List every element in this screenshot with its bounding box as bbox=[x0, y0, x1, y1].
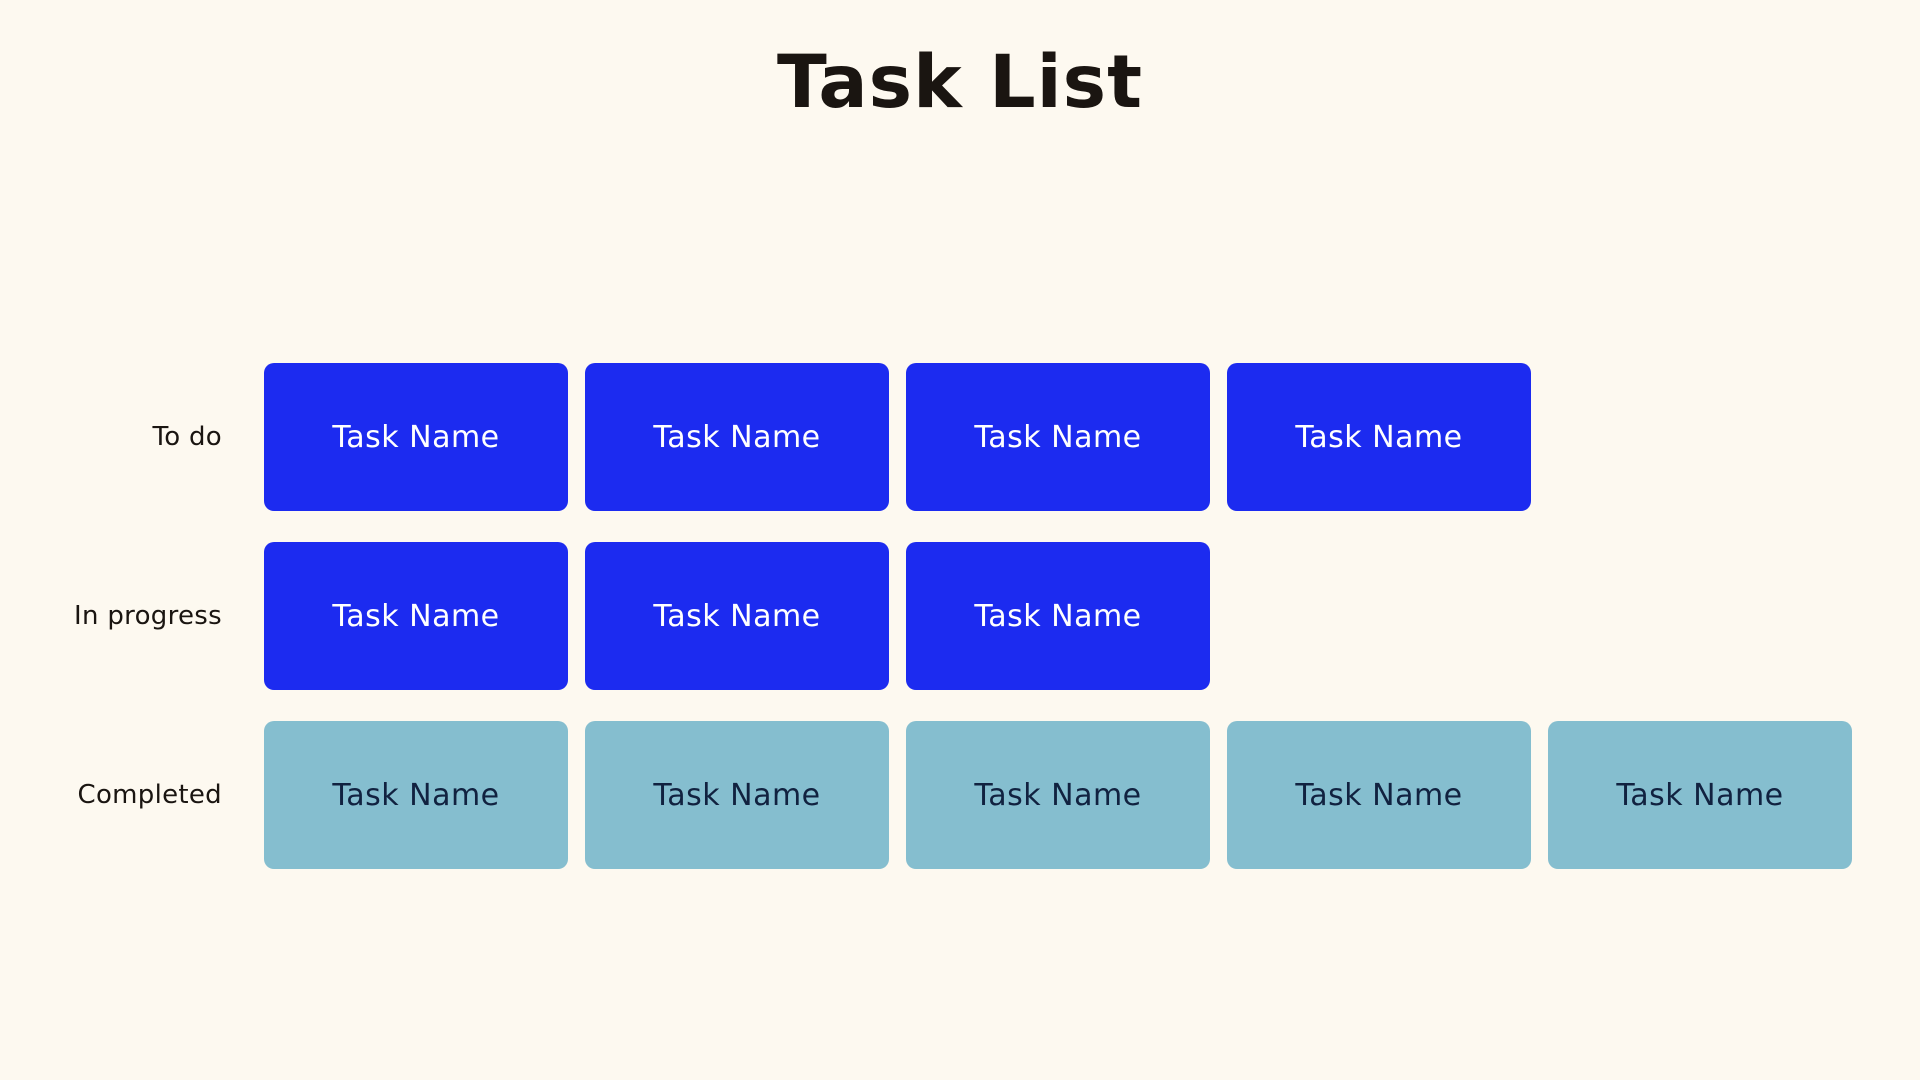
task-card-label: Task Name bbox=[1295, 419, 1463, 455]
task-card-label: Task Name bbox=[974, 777, 1142, 813]
task-card[interactable]: Task Name bbox=[1548, 721, 1852, 869]
task-card[interactable]: Task Name bbox=[585, 542, 889, 690]
task-card-label: Task Name bbox=[332, 419, 500, 455]
card-list-in-progress: Task Name Task Name Task Name bbox=[264, 542, 1210, 690]
task-card-label: Task Name bbox=[1616, 777, 1784, 813]
task-card-label: Task Name bbox=[1295, 777, 1463, 813]
task-card-label: Task Name bbox=[332, 598, 500, 634]
task-card-label: Task Name bbox=[974, 419, 1142, 455]
task-card[interactable]: Task Name bbox=[906, 363, 1210, 511]
row-label-in-progress: In progress bbox=[74, 601, 222, 631]
task-card[interactable]: Task Name bbox=[264, 363, 568, 511]
task-card-label: Task Name bbox=[653, 777, 821, 813]
task-card[interactable]: Task Name bbox=[585, 721, 889, 869]
card-list-todo: Task Name Task Name Task Name Task Name bbox=[264, 363, 1531, 511]
task-card-label: Task Name bbox=[653, 419, 821, 455]
row-label-todo: To do bbox=[152, 422, 222, 452]
task-card[interactable]: Task Name bbox=[906, 542, 1210, 690]
task-card-label: Task Name bbox=[974, 598, 1142, 634]
task-card[interactable]: Task Name bbox=[264, 542, 568, 690]
row-label-completed: Completed bbox=[77, 780, 222, 810]
board-row-in-progress: In progress Task Name Task Name Task Name bbox=[0, 542, 1852, 690]
task-card[interactable]: Task Name bbox=[585, 363, 889, 511]
task-card-label: Task Name bbox=[332, 777, 500, 813]
task-card-label: Task Name bbox=[653, 598, 821, 634]
task-card[interactable]: Task Name bbox=[906, 721, 1210, 869]
task-card[interactable]: Task Name bbox=[264, 721, 568, 869]
page-title: Task List bbox=[777, 40, 1143, 125]
card-list-completed: Task Name Task Name Task Name Task Name Task… bbox=[264, 721, 1852, 869]
task-card[interactable]: Task Name bbox=[1227, 363, 1531, 511]
task-card[interactable]: Task Name bbox=[1227, 721, 1531, 869]
